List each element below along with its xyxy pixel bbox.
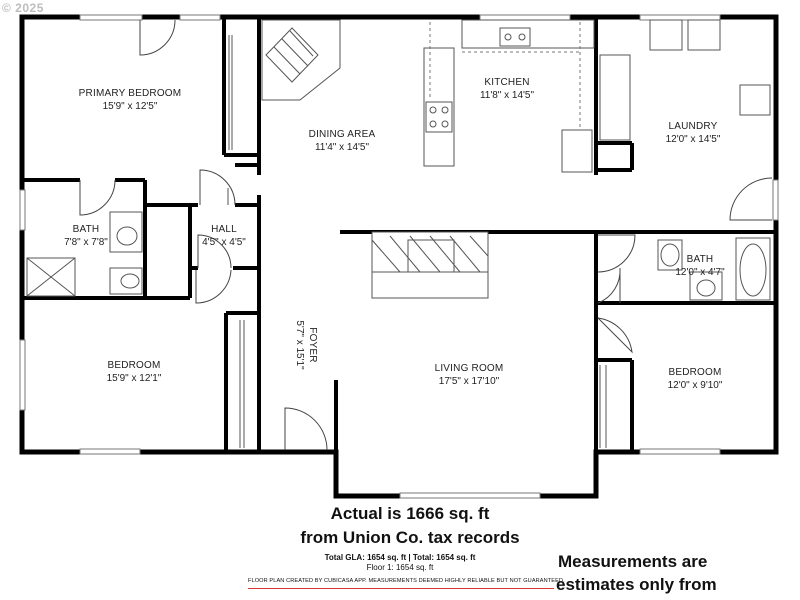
room-dims-foyer: 5'7" x 15'1" [294,320,305,370]
room-labels: PRIMARY BEDROOM 15'9" x 12'5" DINING ARE… [64,77,725,391]
room-name-bath-right: BATH [687,254,714,265]
room-name-living-room: LIVING ROOM [435,363,504,374]
room-dims-bedroom-right: 12'0" x 9'10" [668,380,723,391]
room-name-kitchen: KITCHEN [484,77,529,88]
room-name-hall: HALL [211,224,237,235]
room-dims-bath-right: 12'0" x 4'7" [675,267,725,278]
doors [79,19,773,451]
estimates-note-line1: Measurements are [558,552,708,571]
estimates-note-line2: estimates only from [556,575,717,594]
floor-area: Floor 1: 1654 sq. ft [366,563,434,572]
room-dims-hall: 4'5" x 4'5" [202,237,246,248]
room-dims-living-room: 17'5" x 17'10" [439,376,500,387]
room-name-bedroom-left: BEDROOM [107,360,160,371]
room-dims-bath-left: 7'8" x 7'8" [64,237,108,248]
actual-sqft-note: Actual is 1666 sq. ft [330,504,490,523]
windows [19,14,779,499]
kitchen-dashed-lines [429,22,581,130]
tax-records-note: from Union Co. tax records [300,528,520,547]
room-dims-kitchen: 11'8" x 14'5" [480,90,535,101]
copyright-watermark: © 2025 [2,1,44,15]
room-dims-dining-area: 11'4" x 14'5" [315,142,370,153]
room-name-foyer: FOYER [307,327,318,362]
closet-doors [227,35,607,448]
room-name-dining-area: DINING AREA [309,129,376,140]
fixtures [26,19,771,301]
total-gla: Total GLA: 1654 sq. ft | Total: 1654 sq.… [324,553,476,562]
room-name-laundry: LAUNDRY [668,121,717,132]
disclaimer-underline [248,588,554,589]
cubicasa-disclaimer: FLOOR PLAN CREATED BY CUBICASA APP. MEAS… [248,578,565,584]
room-name-bedroom-right: BEDROOM [668,367,721,378]
room-dims-primary-bedroom: 15'9" x 12'5" [103,101,158,112]
room-name-primary-bedroom: PRIMARY BEDROOM [79,88,182,99]
room-name-bath-left: BATH [73,224,100,235]
room-dims-bedroom-left: 15'9" x 12'1" [107,373,162,384]
room-dims-laundry: 12'0" x 14'5" [666,134,721,145]
